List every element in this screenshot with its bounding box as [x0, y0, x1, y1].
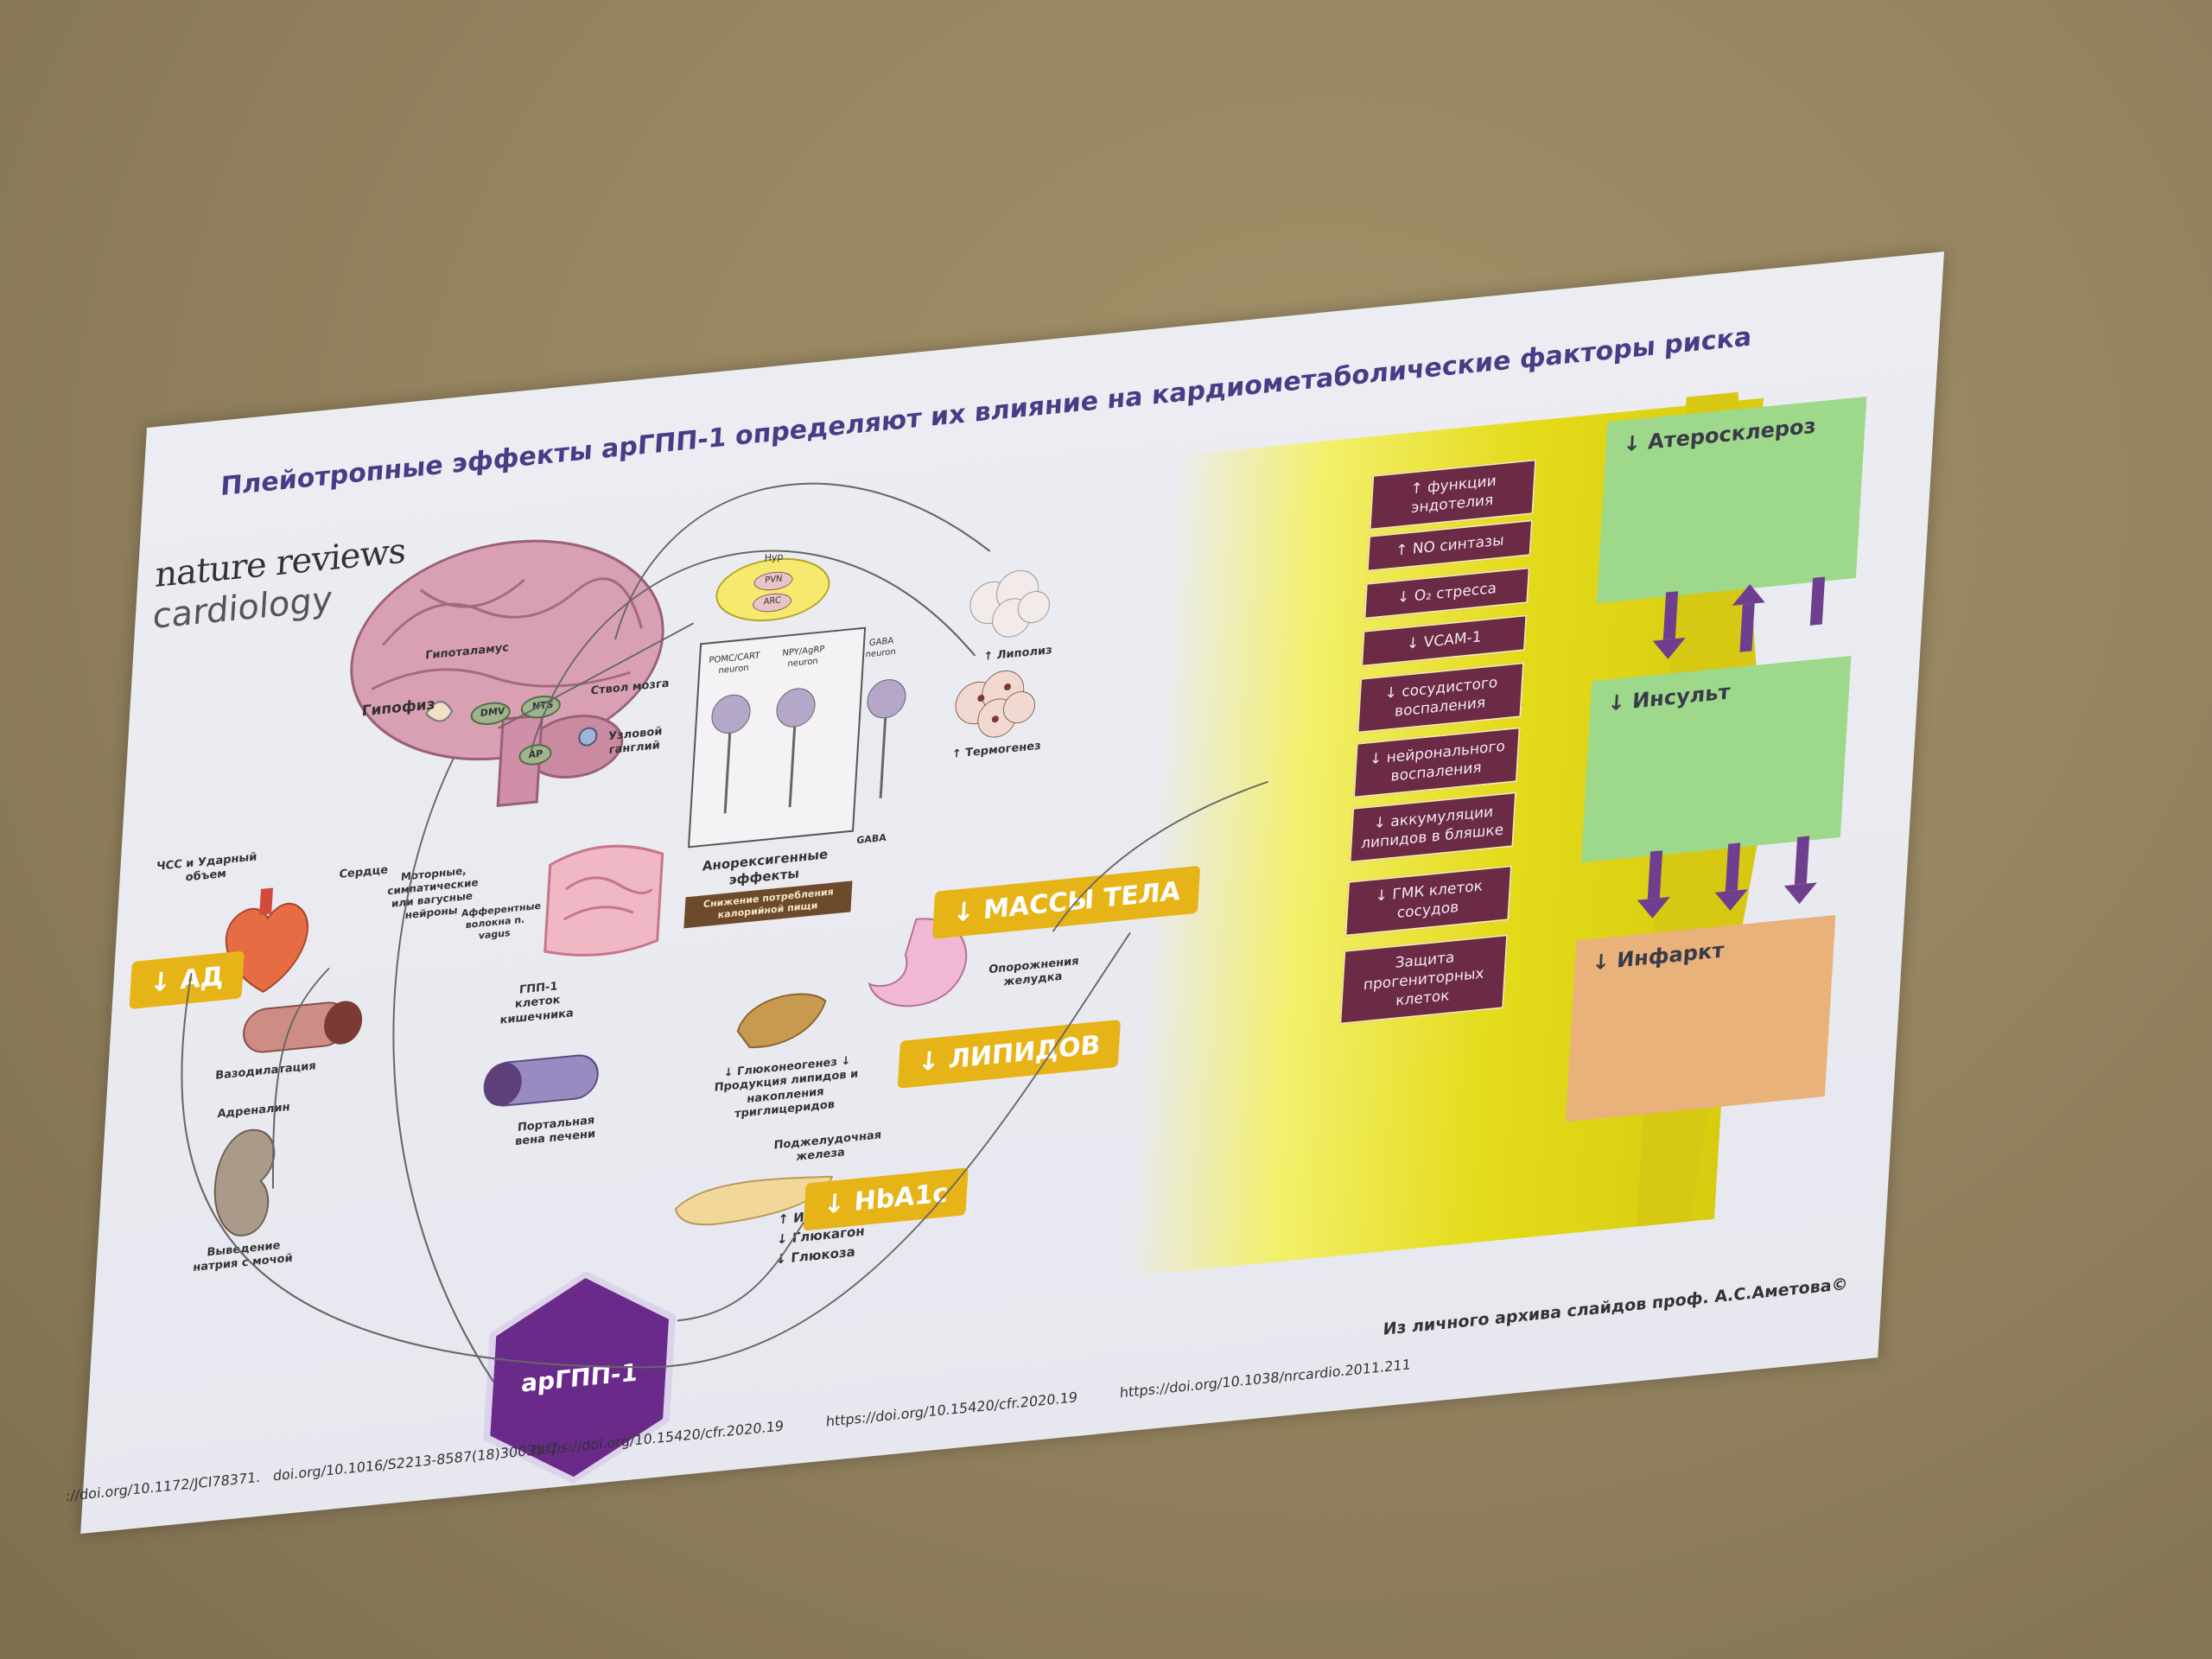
outcome-arrows — [1637, 576, 1826, 918]
projected-slide: Плейотропные эффекты арГПП-1 определяют … — [65, 251, 1945, 1534]
vessel-icon — [243, 1001, 363, 1053]
liver-icon — [736, 993, 827, 1048]
neurons-panel — [687, 626, 906, 849]
white-fat-icon — [969, 569, 1050, 638]
brain-illustration — [350, 539, 664, 808]
heart-organ-icon — [225, 887, 308, 994]
connector-arrows — [181, 482, 1268, 1382]
brown-fat-icon — [955, 670, 1036, 738]
portal-vein-icon — [483, 1054, 599, 1107]
stomach-icon — [868, 918, 968, 1007]
intestine-icon — [543, 844, 664, 957]
hypothalamus-oval-icon — [715, 557, 830, 622]
nodose-ganglion-icon — [578, 727, 598, 747]
